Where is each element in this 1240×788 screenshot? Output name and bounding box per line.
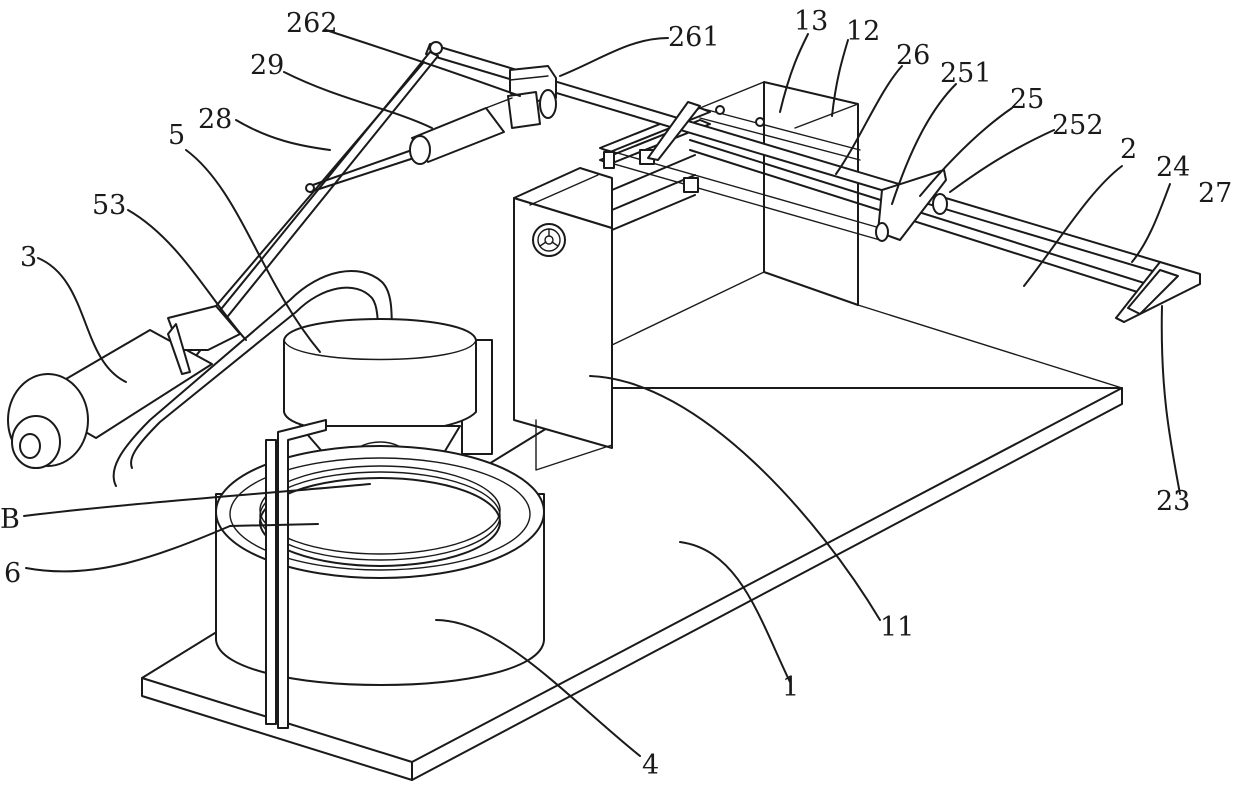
label-28: 28 — [198, 104, 232, 135]
label-23: 23 — [1156, 486, 1190, 517]
carriage-25 — [647, 101, 948, 242]
label-262: 262 — [286, 8, 338, 39]
handwheel-icon[interactable] — [532, 223, 566, 257]
label-3: 3 — [20, 242, 37, 273]
label-251: 251 — [940, 58, 992, 89]
label-25: 25 — [1010, 84, 1044, 115]
cylinder-29 — [409, 97, 513, 165]
vertical-panel — [513, 167, 613, 471]
frame-box — [611, 81, 1123, 389]
bracket-261 — [507, 65, 557, 129]
scraper-23 — [1115, 261, 1201, 323]
label-5: 5 — [168, 120, 185, 151]
support-post — [265, 419, 327, 729]
label-53: 53 — [92, 190, 126, 221]
label-1: 1 — [782, 672, 799, 703]
label-2: 2 — [1120, 134, 1137, 165]
label-26: 26 — [896, 40, 930, 71]
label-4: 4 — [642, 750, 659, 781]
label-27: 27 — [1198, 178, 1232, 209]
leader-lines — [23, 29, 1181, 757]
label-24: 24 — [1156, 152, 1190, 183]
reference-numerals: 262 261 13 12 29 26 251 25 28 252 5 2 24… — [0, 6, 1232, 781]
label-252: 252 — [1052, 110, 1104, 141]
label-13: 13 — [794, 6, 828, 37]
label-11: 11 — [880, 612, 914, 643]
motor-3 — [7, 305, 241, 469]
label-261: 261 — [668, 22, 720, 53]
label-12: 12 — [846, 16, 880, 47]
tank-4 — [215, 445, 545, 686]
label-B: B — [0, 504, 20, 535]
label-6: 6 — [4, 558, 21, 589]
label-29: 29 — [250, 50, 284, 81]
